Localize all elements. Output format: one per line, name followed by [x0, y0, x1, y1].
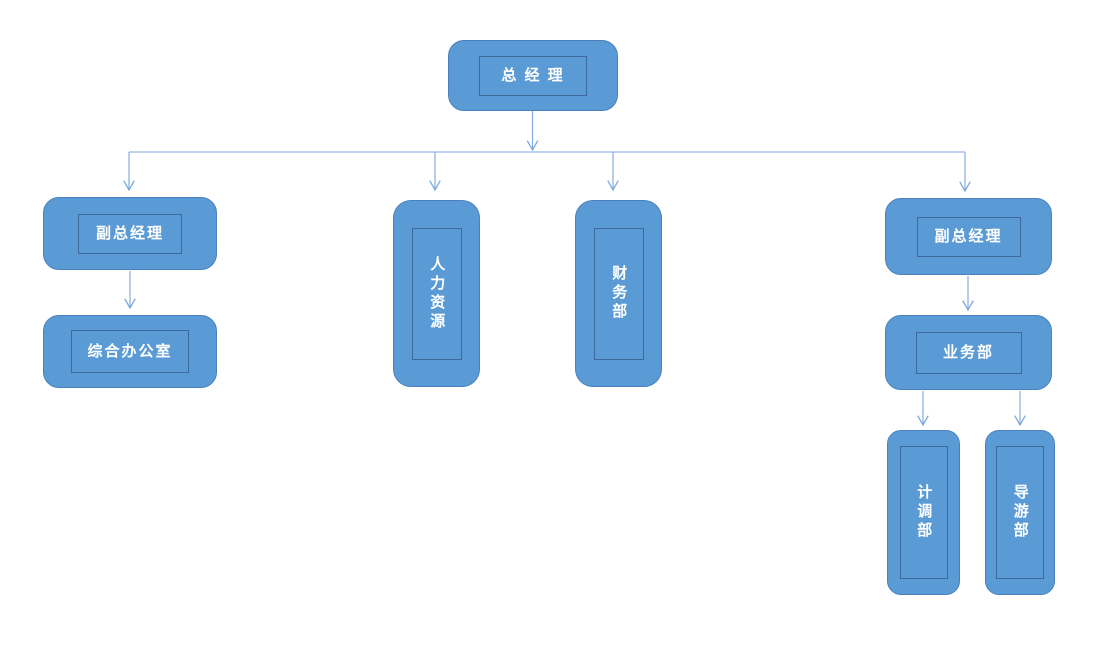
node-inner-frame: 综合办公室: [71, 330, 189, 373]
node-label: 导游部: [1011, 484, 1029, 541]
node-inner-frame: 副总经理: [916, 216, 1021, 257]
node-inner-frame: 人力资源: [411, 227, 462, 360]
node-finance-dept[interactable]: 财务部: [575, 200, 662, 387]
node-business-dept[interactable]: 业务部: [885, 315, 1052, 390]
node-label: 人力资源: [428, 255, 446, 332]
node-label: 业务部: [942, 343, 994, 361]
node-inner-frame: 副总经理: [78, 213, 182, 254]
node-planning-dispatch-dept[interactable]: 计调部: [887, 430, 960, 595]
node-label: 综合办公室: [87, 342, 173, 360]
node-inner-frame: 财务部: [593, 227, 644, 360]
node-inner-frame: 导游部: [996, 446, 1044, 579]
node-label: 总 经 理: [501, 66, 565, 84]
node-general-office[interactable]: 综合办公室: [43, 315, 217, 388]
node-tour-guide-dept[interactable]: 导游部: [985, 430, 1055, 595]
node-label: 计调部: [915, 484, 933, 541]
node-deputy-gm-left[interactable]: 副总经理: [43, 197, 217, 270]
node-label: 副总经理: [95, 224, 164, 242]
node-human-resources[interactable]: 人力资源: [393, 200, 480, 387]
node-deputy-gm-right[interactable]: 副总经理: [885, 198, 1052, 275]
node-label: 财务部: [610, 265, 628, 322]
node-inner-frame: 计调部: [899, 446, 948, 579]
node-inner-frame: 总 经 理: [479, 55, 587, 96]
node-label: 副总经理: [934, 227, 1003, 245]
node-general-manager[interactable]: 总 经 理: [448, 40, 618, 111]
node-inner-frame: 业务部: [915, 331, 1022, 374]
